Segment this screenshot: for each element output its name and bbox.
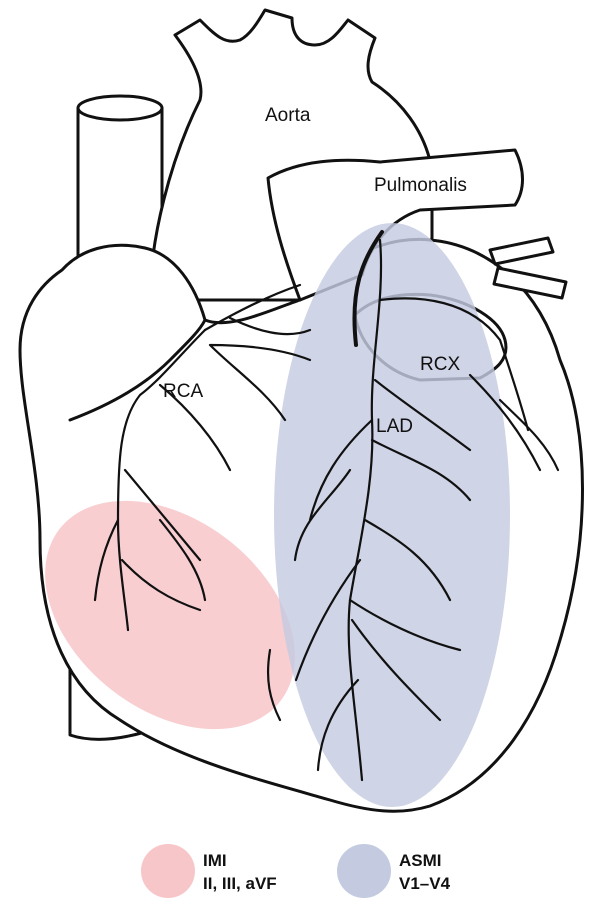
imi-zone bbox=[45, 500, 295, 730]
lad-branch-1 bbox=[293, 378, 472, 772]
lad-label: LAD bbox=[376, 416, 413, 437]
rcx-main-vessel bbox=[352, 230, 384, 347]
aorta-label: Aorta bbox=[265, 105, 311, 126]
lad-main-vessel bbox=[347, 238, 383, 782]
legend-swatch-asmi bbox=[337, 844, 391, 898]
legend: IMI II, III, aVF ASMI V1–V4 bbox=[141, 844, 451, 898]
rca-main-vessel bbox=[116, 328, 207, 632]
legend-title-imi: IMI bbox=[203, 851, 227, 870]
right-atrium-edge bbox=[68, 318, 207, 422]
pulmonary-branch-2 bbox=[492, 266, 568, 300]
legend-swatch-imi bbox=[141, 844, 195, 898]
rcx-branch bbox=[378, 297, 560, 472]
legend-leads-imi: II, III, aVF bbox=[203, 874, 277, 893]
legend-title-asmi: ASMI bbox=[399, 851, 442, 870]
pulmonary-trunk bbox=[266, 148, 524, 302]
rcx-label: RCX bbox=[420, 354, 460, 375]
rca-label: RCA bbox=[163, 381, 203, 402]
asmi-zone bbox=[274, 223, 510, 807]
legend-leads-asmi: V1–V4 bbox=[399, 874, 451, 893]
pulmonalis-label: Pulmonalis bbox=[374, 175, 467, 196]
coronary-vessels bbox=[93, 230, 560, 782]
rca-branches bbox=[93, 283, 312, 722]
pulmonary-branch-1 bbox=[488, 236, 555, 266]
